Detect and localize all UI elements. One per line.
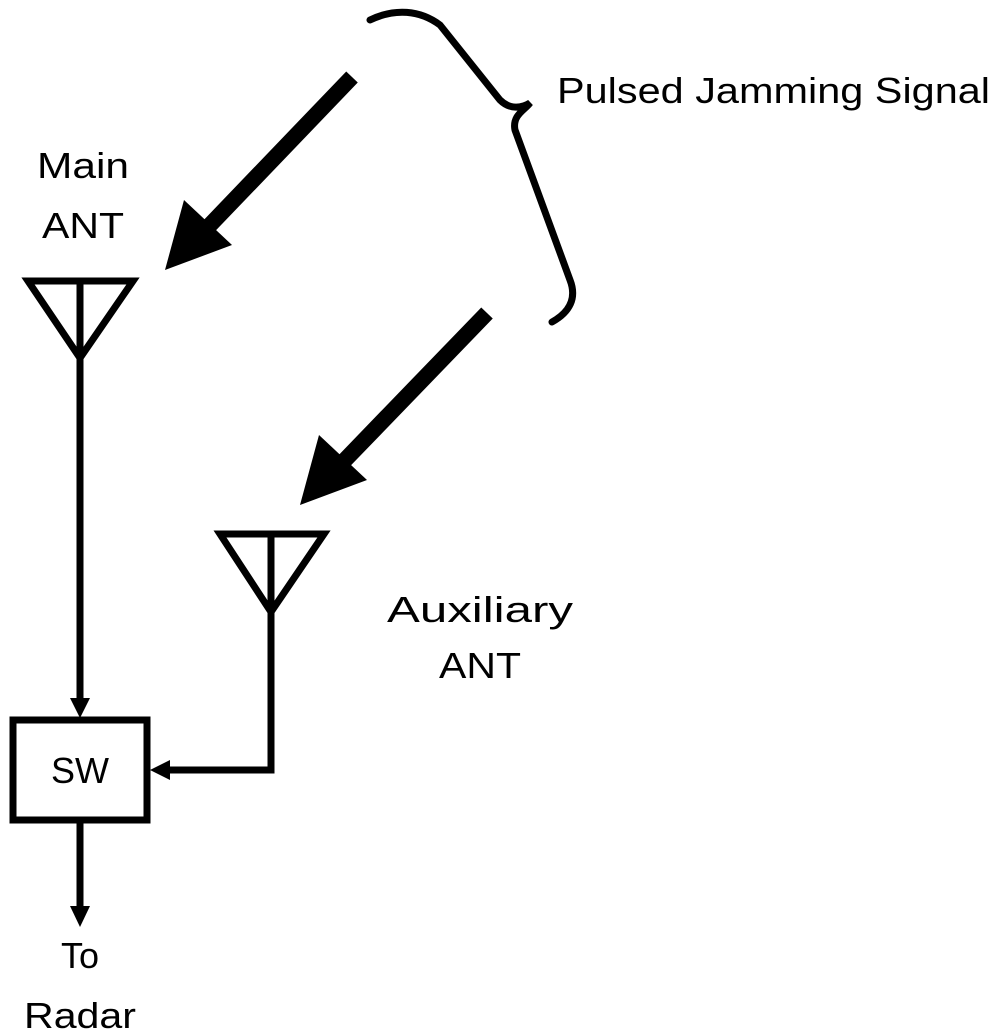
main-feed-arrowhead (70, 698, 90, 718)
jamming-arrow-aux (300, 307, 493, 505)
aux-feed-line (168, 612, 275, 774)
aux-ant-label-line2: ANT (439, 645, 521, 686)
jamming-signal-label: Pulsed Jamming Signal (557, 70, 990, 111)
aux-feed-arrowhead (150, 760, 170, 780)
output-label-line2: Radar (24, 995, 136, 1035)
switch-label: SW (51, 750, 109, 791)
output-arrowhead (70, 906, 90, 927)
main-ant-label-line2: ANT (42, 205, 124, 246)
main-ant-label-line1: Main (37, 145, 129, 186)
brace (366, 8, 577, 326)
output-label-line1: To (61, 935, 99, 976)
aux-ant-label-line1: Auxiliary (387, 589, 573, 630)
main-antenna-icon (21, 277, 140, 365)
auxiliary-antenna-icon (213, 530, 331, 619)
jamming-arrow-main (165, 71, 358, 270)
